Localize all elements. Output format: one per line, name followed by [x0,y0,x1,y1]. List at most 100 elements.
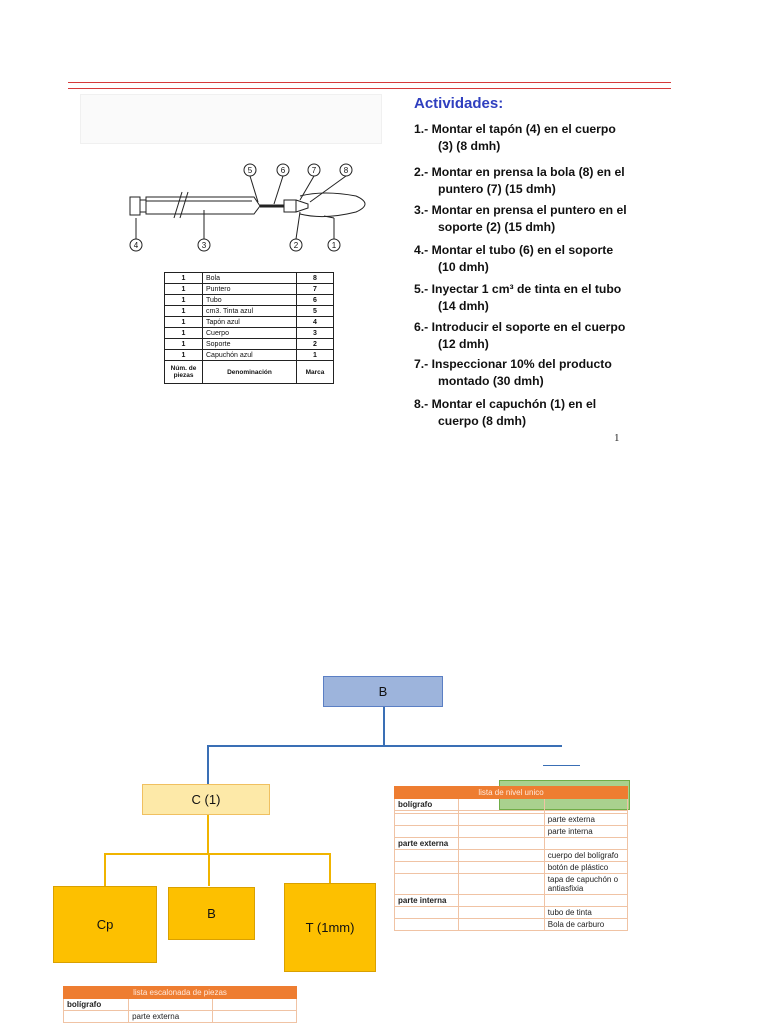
parts-cell-qty: 1 [164,272,203,284]
callout-4: 4 [134,241,139,250]
list-header-row: lista escalonada de piezas [63,986,297,999]
parts-cell-mark: 3 [296,327,334,339]
activity-number: 2.- [414,165,429,179]
list-row: parte externa [393,837,629,850]
activity-number: 6.- [414,320,429,334]
callout-8: 8 [344,166,349,175]
list-cell: cuerpo del bolígrafo [543,849,629,862]
parts-cell-qty: 1 [164,338,203,350]
activity-text-continued: (14 dmh) [438,299,489,313]
parts-cell-mark: 8 [296,272,334,284]
connector [207,745,562,747]
parts-cell-qty: 1 [164,283,203,295]
list-cell [212,1010,297,1023]
list-cell [458,837,545,850]
header-placeholder [80,94,382,144]
activity-text-continued: (10 dmh) [438,260,489,274]
org-leaf-t: T (1mm) [284,883,376,972]
pen-assembly-diagram: 5 6 7 8 4 3 2 1 [129,163,366,252]
list-row: cuerpo del bolígrafo [393,849,629,862]
activity-number: 5.- [414,282,429,296]
list-cell [393,873,460,895]
parts-footer-mark: Marca [296,360,334,384]
parts-cell-qty: 1 [164,305,203,317]
parts-footer-qty: Núm. de piezas [164,360,203,384]
parts-cell-mark: 1 [296,349,334,361]
activity-text-continued: (3) (8 dmh) [438,139,501,153]
connector [329,853,331,883]
activity-text-continued: cuerpo (8 dmh) [438,414,527,428]
list-cell: parte interna [393,894,460,907]
parts-cell-mark: 7 [296,283,334,295]
list-cell [458,861,545,874]
list-cell [458,825,545,838]
parts-cell-mark: 2 [296,338,334,350]
callout-3: 3 [202,241,207,250]
list-cell: tapa de capuchón o antiasfixia [543,873,629,895]
activity-text: Montar el capuchón (1) en el [431,397,597,411]
connector [104,853,330,855]
activity-item: 1.- Montar el tapón (4) en el cuerpo(3) … [414,121,664,155]
list-cell [543,894,629,907]
callout-5: 5 [248,166,253,175]
list-cell [458,849,545,862]
connector [208,853,210,886]
callout-2: 2 [294,241,299,250]
parts-cell-qty: 1 [164,349,203,361]
callout-6: 6 [281,166,286,175]
list-cell: parte externa [128,1010,214,1023]
list-cell [458,813,545,826]
connector [383,707,385,746]
list-cell: Bola de carburo [543,918,629,931]
activity-text: Montar el tapón (4) en el cuerpo [431,122,616,136]
list-cell [458,894,545,907]
parts-cell-name: cm3. Tinta azul [202,305,297,317]
activity-number: 4.- [414,243,429,257]
activity-text: Montar el tubo (6) en el soporte [431,243,614,257]
list-row: parte externa [62,1010,297,1023]
parts-footer-name: Denominación [202,360,297,384]
list-cell [458,873,545,895]
parts-cell-name: Soporte [202,338,297,350]
connector [104,853,106,886]
activity-text: Introducir el soporte en el cuerpo [431,320,626,334]
parts-cell-name: Bola [202,272,297,284]
list-title: lista de nivel unico [394,786,628,799]
list-cell: parte externa [393,837,460,850]
list-row: tubo de tinta [393,906,629,919]
list-cell [393,813,460,826]
list-row: bolígrafo [62,998,297,1011]
org-root-node: B [323,676,443,707]
activity-text: Inspeccionar 10% del producto [431,357,612,371]
list-cell [543,798,629,811]
list-header-row: lista de nivel unico [394,786,628,799]
activity-text-continued: puntero (7) (15 dmh) [438,182,556,196]
page-number: 1 [614,432,620,444]
list-cell [393,918,460,931]
parts-cell-name: Tubo [202,294,297,306]
list-cell: bolígrafo [393,798,460,811]
header-rule-bottom [68,88,671,89]
list-row: botón de plástico [393,861,629,874]
activity-item: 5.- Inyectar 1 cm³ de tinta en el tubo(1… [414,281,664,315]
callout-7: 7 [312,166,317,175]
connector [207,815,209,854]
callout-1: 1 [332,241,337,250]
parts-cell-name: Puntero [202,283,297,295]
list-cell [393,825,460,838]
parts-cell-name: Cuerpo [202,327,297,339]
list-cell: parte externa [543,813,629,826]
org-leaf-b: B [168,887,255,940]
list-row: parte interna [393,825,629,838]
